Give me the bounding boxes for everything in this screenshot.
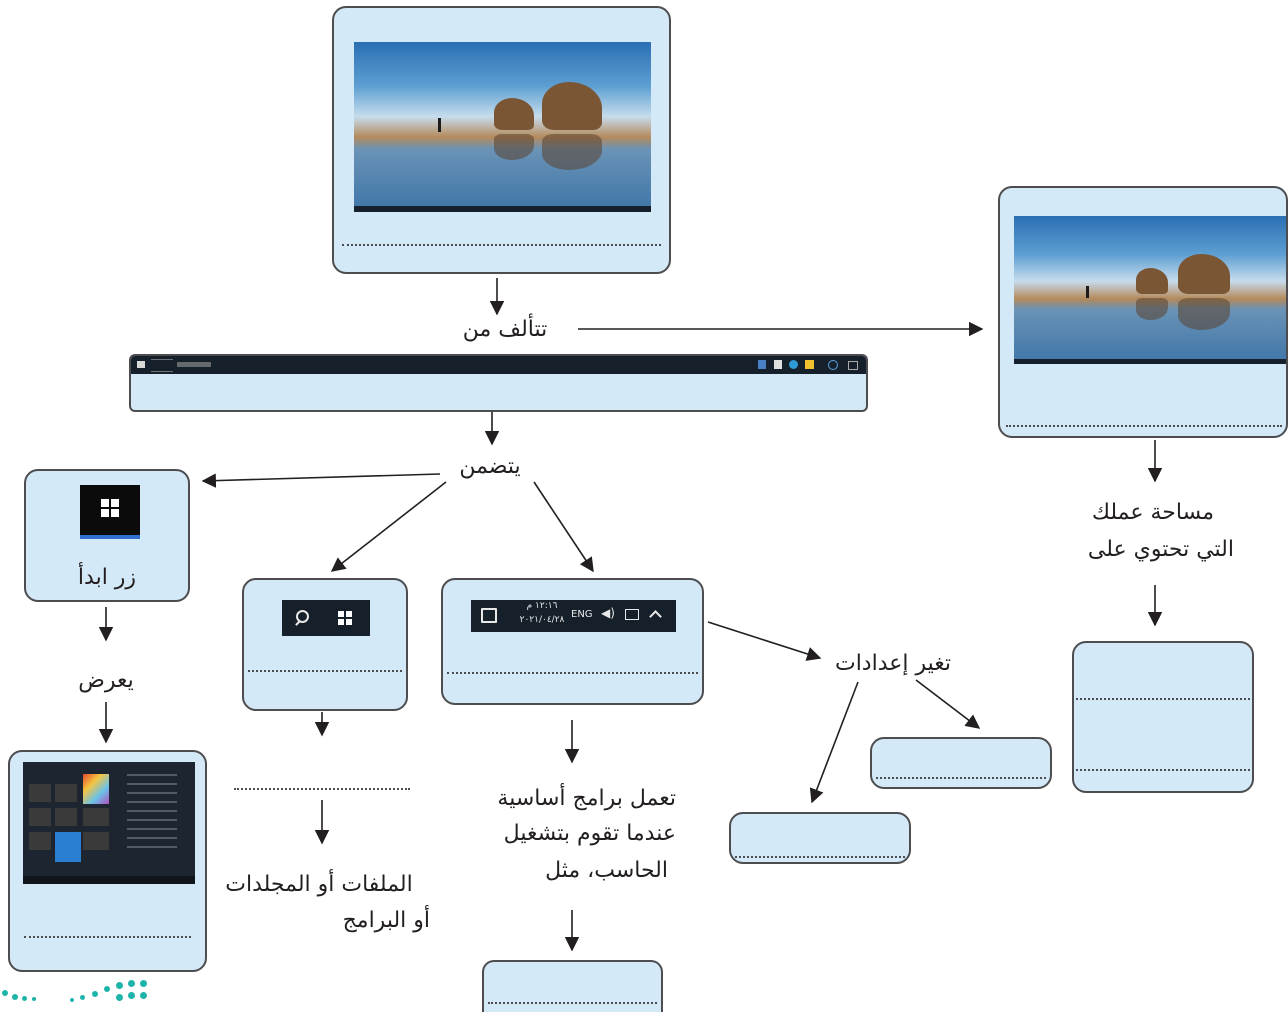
programs-answer-box [482, 960, 663, 1012]
label-start-button: زر ابدأ [77, 565, 137, 590]
answer-line [24, 936, 191, 938]
label-consists-of: تتألف من [462, 317, 548, 342]
volume-icon: ◀) [601, 606, 615, 620]
label-change-settings: تغير إعدادات [834, 651, 952, 676]
taskbar-box [129, 354, 868, 412]
answer-line [447, 672, 698, 674]
logo-dots [0, 978, 160, 1012]
start-button-box: زر ابدأ [24, 469, 190, 602]
taskbar-strip [131, 356, 866, 374]
arrow-settings-to-leftbox [809, 681, 859, 804]
notification-tray-box: ١٢:١٦ م ٢٠٢١/٠٤/٢٨ ENG ◀) [441, 578, 704, 705]
answer-line [342, 244, 661, 246]
arrow-includes-to-start [201, 473, 441, 488]
right-desktop-box [998, 186, 1288, 438]
workspace-answer-box [1072, 641, 1254, 793]
label-includes: يتضمن [459, 454, 521, 479]
windows-start-icon [80, 485, 140, 539]
tray-language: ENG [571, 609, 593, 620]
settings-answer-box-left [729, 812, 911, 864]
arrow-settings-to-rightbox [915, 679, 981, 729]
notification-icon [481, 608, 497, 623]
network-icon [625, 609, 639, 620]
label-workspace-line1: مساحة عملك [1091, 500, 1214, 525]
arrow-includes-to-search [330, 481, 447, 572]
settings-answer-box-right [870, 737, 1052, 789]
label-programs-line1: تعمل برامج أساسية [497, 786, 676, 811]
answer-line [248, 670, 402, 672]
tray-strip: ١٢:١٦ م ٢٠٢١/٠٤/٢٨ ENG ◀) [471, 600, 676, 632]
label-displays: يعرض [78, 668, 134, 693]
answer-line [1076, 698, 1250, 700]
desktop-screenshot [1014, 216, 1286, 364]
label-workspace-line2: التي تحتوي على [1087, 537, 1234, 562]
answer-line [876, 777, 1046, 779]
tray-time: ١٢:١٦ م [526, 601, 558, 611]
answer-line-search [234, 788, 410, 790]
answer-line [1076, 769, 1250, 771]
arrow-includes-to-tray [533, 481, 594, 573]
tray-date: ٢٠٢١/٠٤/٢٨ [519, 615, 565, 625]
answer-line [488, 1002, 657, 1004]
chevron-up-icon [649, 610, 662, 623]
start-menu-box [8, 750, 207, 972]
search-button-box [242, 578, 408, 711]
search-icon [296, 610, 309, 623]
answer-line [735, 856, 905, 858]
windows-icon [338, 611, 352, 625]
search-windows-strip [282, 600, 370, 636]
top-desktop-box [332, 6, 671, 274]
label-programs-line3: الحاسب، مثل [545, 858, 668, 883]
desktop-screenshot [354, 42, 651, 212]
answer-line [1006, 425, 1282, 427]
arrow-tray-to-settings [707, 621, 822, 661]
label-files-line2: أو البرامج [342, 908, 430, 933]
start-menu-screenshot [23, 762, 195, 884]
label-files-line1: الملفات أو المجلدات [225, 872, 413, 897]
label-programs-line2: عندما تقوم بتشغيل [503, 821, 676, 846]
